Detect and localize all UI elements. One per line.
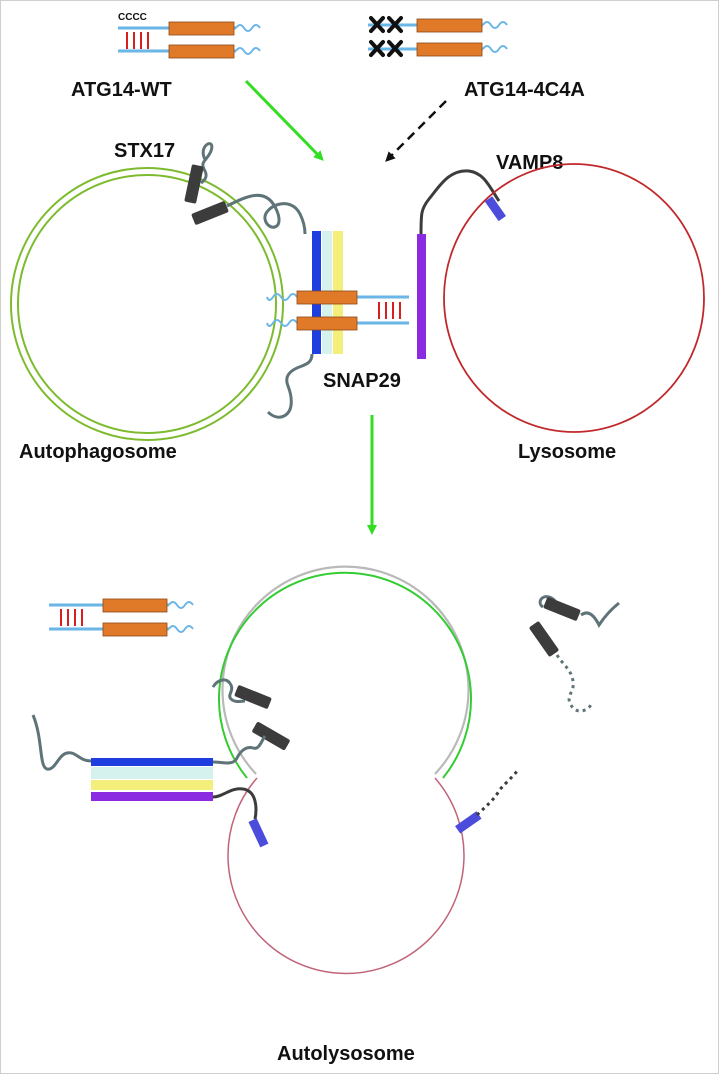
vamp8-label: VAMP8 xyxy=(496,152,563,174)
atg14-wt-dimer: CCCC ATG14-WT xyxy=(71,12,261,101)
snare-complex: SNAP29 xyxy=(266,231,409,419)
lysosome-label: Lysosome xyxy=(518,441,616,463)
mutant-dashed-arrow xyxy=(385,100,447,162)
released-atg14-dimer xyxy=(49,598,194,637)
autolysosome-stx17 xyxy=(211,678,290,750)
autolysosome-label: Autolysosome xyxy=(277,1043,415,1065)
autolysosome-vamp8 xyxy=(455,768,521,834)
atg14-wt-label: ATG14-WT xyxy=(71,79,172,101)
autophagosome: Autophagosome xyxy=(10,167,284,463)
cccc-label: CCCC xyxy=(118,12,147,23)
stx17-label: STX17 xyxy=(114,140,175,162)
atg14-4c4a-dimer: ATG14-4C4A xyxy=(368,16,585,101)
autophagosome-label: Autophagosome xyxy=(19,441,177,463)
released-stx17 xyxy=(529,595,620,713)
vamp8-protein: VAMP8 xyxy=(417,152,563,359)
mutation-x-icon xyxy=(369,16,403,57)
vamp8-snare-helix xyxy=(417,234,426,359)
stx17-protein: STX17 xyxy=(114,140,307,235)
atg14-4c4a-label: ATG14-4C4A xyxy=(464,79,585,101)
snap29-label: SNAP29 xyxy=(323,370,401,392)
autolysosome: Autolysosome xyxy=(218,565,472,1065)
wt-promotes-arrow xyxy=(244,79,324,161)
cis-snare-bundle xyxy=(31,714,269,848)
lysosome: Lysosome xyxy=(443,163,705,463)
